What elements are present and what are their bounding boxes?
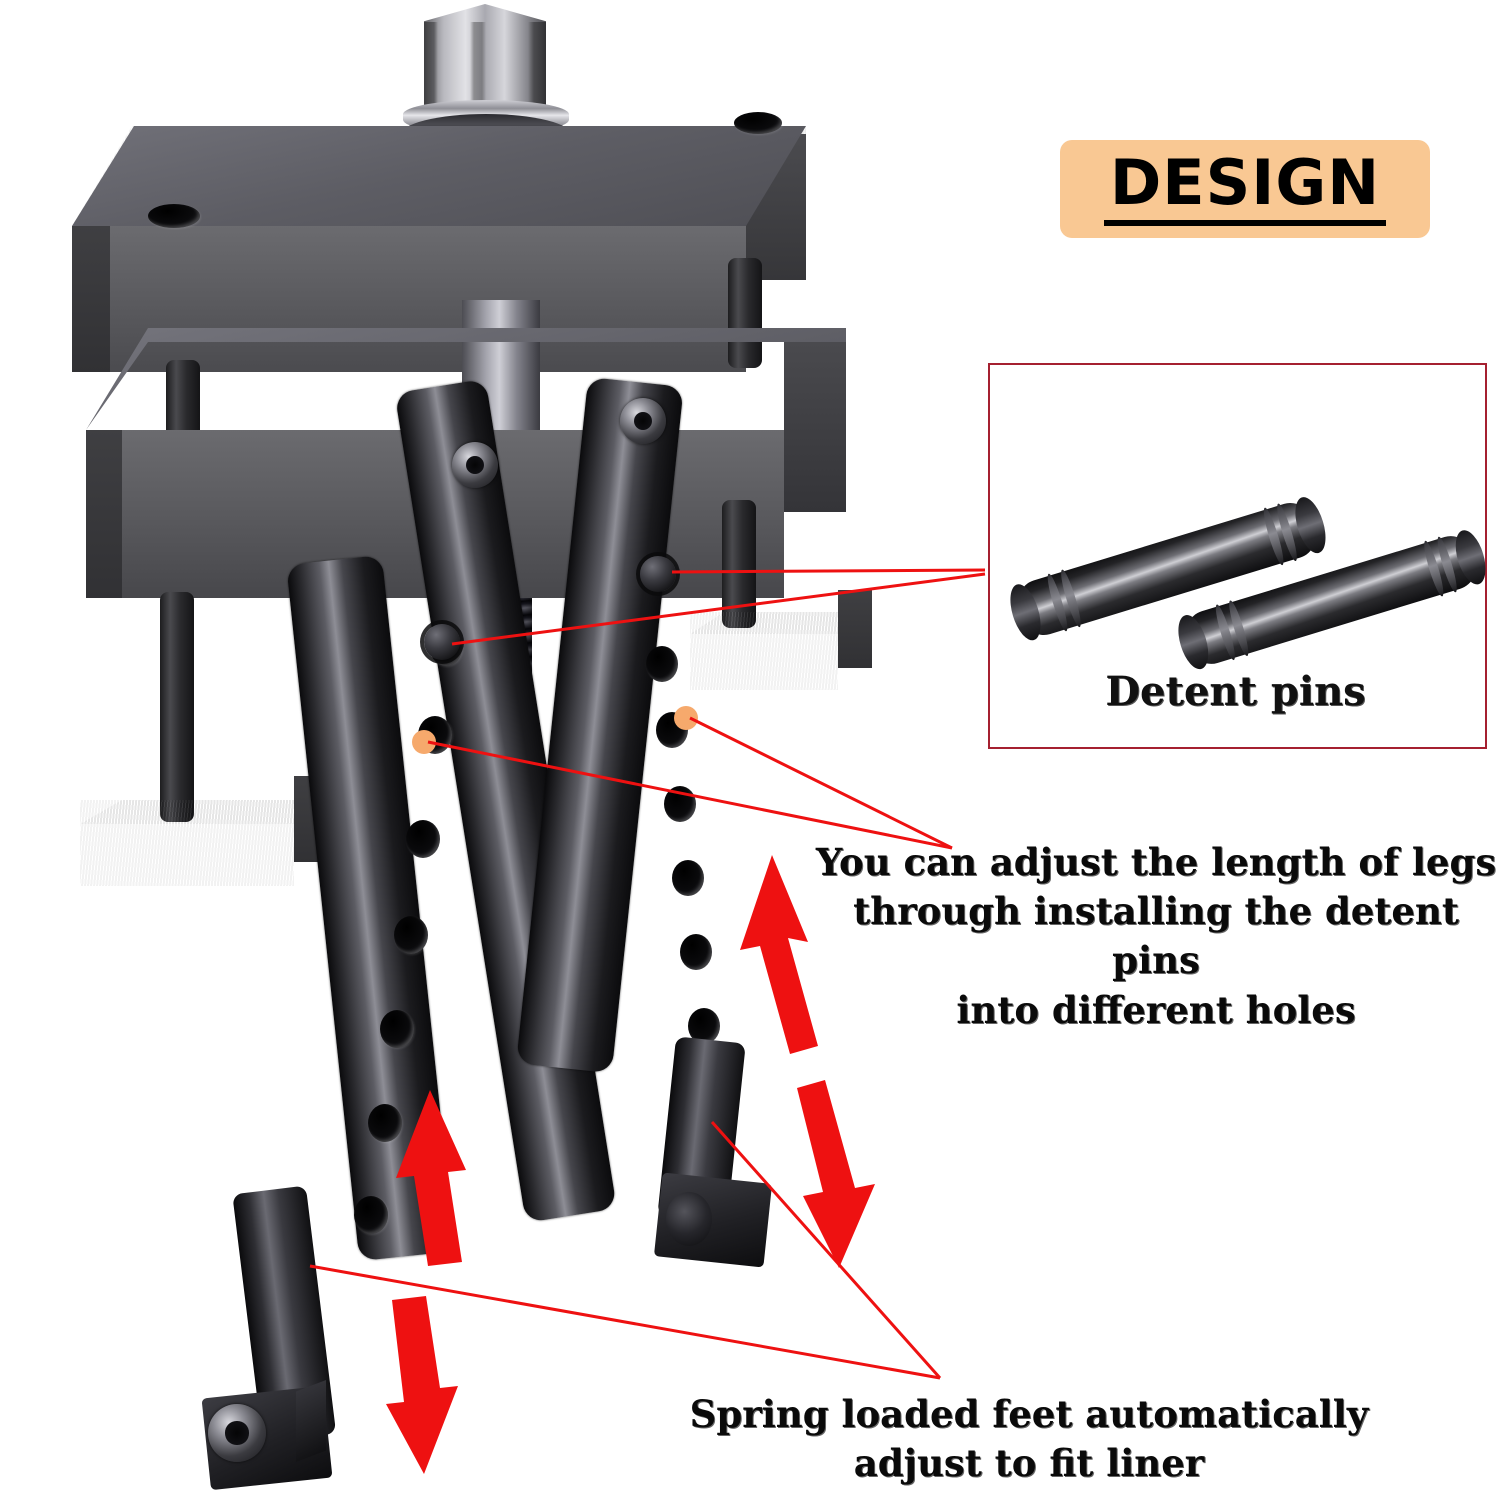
left-lower-tie-rod	[160, 592, 194, 822]
right-foot-socket	[666, 1192, 712, 1246]
top-beam-left-end	[72, 226, 110, 372]
right-foot-pad-end	[838, 590, 872, 668]
right-foot-pad	[690, 612, 838, 690]
top-beam-hole-left	[148, 204, 200, 228]
right-leg-hole-5	[680, 934, 712, 970]
top-beam-hole-right	[734, 112, 782, 134]
left-leg-hole-4	[394, 916, 428, 954]
middle-beam-right-end	[784, 342, 846, 512]
right-leg-hole-3	[664, 786, 696, 822]
hex-drive-head	[424, 4, 546, 112]
right-lower-tie-rod	[722, 500, 756, 628]
right-tie-rod	[728, 258, 762, 368]
design-badge-label: DESIGN	[1103, 152, 1387, 226]
left-foot-pad-top	[80, 800, 336, 824]
left-leg-pivot-bolt	[452, 442, 498, 488]
left-foot-pad	[80, 800, 294, 886]
design-badge: DESIGN	[1060, 140, 1430, 238]
left-foot-hex-socket-screw	[208, 1404, 266, 1462]
callout-spring-loaded-feet-line-1: Spring loaded feet automatically	[689, 1392, 1369, 1436]
detent-pins-caption: Detent pins	[1105, 668, 1366, 715]
right-leg-hole-4	[672, 860, 704, 896]
callout-adjust-legs-line-3: into different holes	[956, 987, 1356, 1032]
left-leg-hole-7	[354, 1196, 388, 1234]
installed-detent-pin-right	[640, 556, 676, 592]
installed-detent-pin-left	[424, 624, 460, 660]
highlighted-hole-right	[674, 706, 698, 730]
callout-adjust-legs: You can adjust the length of legs throug…	[812, 838, 1500, 1035]
top-beam-face	[72, 226, 746, 372]
hex-head-facets	[424, 22, 546, 112]
left-leg-hole-5	[380, 1010, 414, 1048]
left-leg-hole-3	[406, 820, 440, 858]
left-leg-hole-6	[368, 1104, 402, 1142]
callout-spring-loaded-feet-line-2: adjust to fit liner	[853, 1441, 1205, 1486]
product-image-cylinder-liner-puller	[72, 4, 872, 1491]
left-rear-leg	[286, 554, 455, 1262]
right-leg-pivot-bolt	[620, 398, 666, 444]
callout-adjust-legs-line-1: You can adjust the length of legs	[815, 840, 1497, 884]
middle-beam-left-end	[86, 430, 122, 598]
highlighted-hole-left	[412, 730, 436, 754]
right-leg-hole-1	[646, 646, 678, 682]
callout-adjust-legs-line-2: through installing the detent pins	[853, 889, 1459, 983]
callout-spring-loaded-feet: Spring loaded feet automatically adjust …	[676, 1390, 1382, 1488]
left-foot-tab	[296, 1380, 326, 1462]
detent-pins-panel	[988, 363, 1492, 749]
